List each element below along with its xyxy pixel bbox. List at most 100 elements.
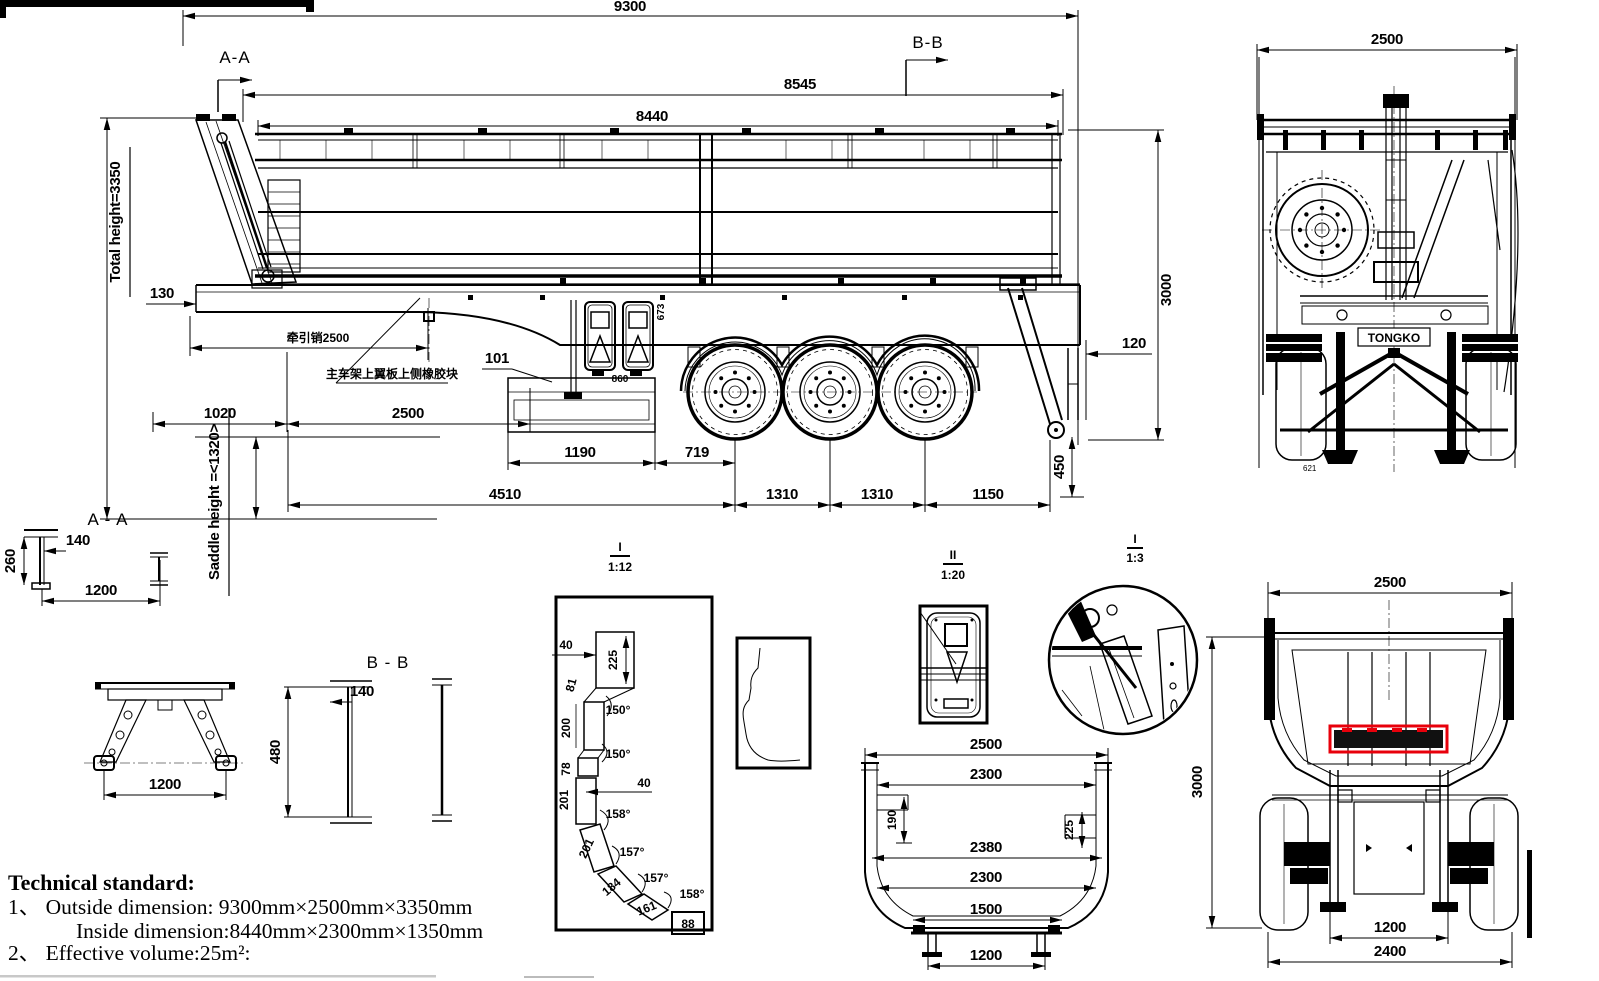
rear-view: 2500 3000 1200 2400 bbox=[1189, 574, 1519, 968]
d1-81: 81 bbox=[563, 676, 580, 693]
d1-88: 88 bbox=[681, 917, 695, 931]
dim-8440: 8440 bbox=[636, 108, 668, 125]
rear-2500: 2500 bbox=[1374, 574, 1406, 591]
section-marker-bb: B-B bbox=[912, 33, 943, 52]
d1-78: 78 bbox=[559, 762, 573, 776]
section-bb: B - B 140 480 bbox=[267, 653, 452, 824]
hanger-dim-1200: 1200 bbox=[149, 776, 181, 793]
dim-673: 673 bbox=[656, 303, 667, 320]
hoist-top-cap bbox=[1383, 94, 1409, 108]
plate-profile-box bbox=[735, 636, 812, 770]
bb-dim-140: 140 bbox=[350, 683, 374, 700]
fenders bbox=[679, 334, 981, 392]
front-tire-right bbox=[1465, 347, 1517, 461]
front-view: 2500 TONGKO 621 bbox=[1256, 31, 1519, 473]
d1-157a: 157° bbox=[620, 845, 645, 859]
dim-front-2500: 2500 bbox=[1371, 31, 1403, 48]
dim-120: 120 bbox=[1122, 335, 1146, 352]
section-marker-aa: A-A bbox=[219, 48, 250, 67]
hoist-cylinder bbox=[220, 142, 264, 270]
dim-4510: 4510 bbox=[489, 486, 521, 503]
d1-201a: 201 bbox=[557, 790, 571, 810]
xsec-2500: 2500 bbox=[970, 736, 1002, 753]
xsec-2300t: 2300 bbox=[970, 766, 1002, 783]
dim-8545: 8545 bbox=[784, 76, 816, 93]
rubber-block bbox=[1334, 730, 1443, 748]
dim-1310b: 1310 bbox=[861, 486, 893, 503]
rear-tipping-bracket bbox=[999, 277, 1079, 439]
front-tire-left bbox=[1275, 347, 1327, 461]
front-bulkhead bbox=[194, 114, 298, 289]
side-view: 9300 8545 8440 A-A B-B Total height=3350… bbox=[100, 0, 1175, 596]
total-height-label: Total height=3350 bbox=[107, 162, 124, 283]
dim-1150: 1150 bbox=[972, 486, 1003, 503]
hanger-detail: 1200 bbox=[84, 682, 246, 800]
dim-1020: 1020 bbox=[204, 405, 236, 422]
brand-logo: TONGKO bbox=[1368, 331, 1420, 345]
detail-2-label: II bbox=[950, 548, 957, 562]
xsec-2380: 2380 bbox=[970, 839, 1002, 856]
detail-1-scale: 1:12 bbox=[608, 560, 632, 574]
d1-157b: 157° bbox=[644, 871, 669, 885]
dim-2500: 2500 bbox=[392, 405, 424, 422]
d1-158b: 158° bbox=[680, 887, 705, 901]
sheet-border-fragments bbox=[0, 0, 1532, 978]
detail-1: I 1:12 40 225 81 150° 200 150° 78 201 40… bbox=[552, 540, 714, 935]
detail-1-label: I bbox=[618, 540, 621, 554]
rear-2400: 2400 bbox=[1374, 943, 1406, 960]
detail-3-scale: 1:3 bbox=[1126, 551, 1144, 565]
detail-2: II 1:20 bbox=[918, 548, 989, 725]
dim-101: 101 bbox=[485, 350, 509, 367]
d1-40a: 40 bbox=[559, 638, 573, 652]
d1-225: 225 bbox=[606, 650, 620, 670]
toolbox bbox=[507, 377, 656, 433]
dim-1190: 1190 bbox=[564, 444, 595, 461]
chassis bbox=[195, 284, 1081, 362]
section-aa-label: A - A bbox=[88, 510, 129, 529]
rear-tire-right bbox=[1469, 797, 1519, 931]
rear-tire-left bbox=[1259, 797, 1309, 931]
cross-section: 2500 2300 190 225 2380 2300 1500 1200 bbox=[861, 736, 1112, 970]
d1-150a: 150° bbox=[606, 703, 631, 717]
dim-1310a: 1310 bbox=[766, 486, 798, 503]
section-aa: A - A 140 260 1200 bbox=[2, 510, 168, 606]
rear-1200: 1200 bbox=[1374, 919, 1406, 936]
technical-standard-note: Technical standard: 1、 Outside dimension… bbox=[8, 870, 483, 965]
bb-dim-480: 480 bbox=[267, 740, 284, 764]
front-ladder bbox=[267, 179, 301, 273]
rubber-block-note: 主车架上翼板上侧橡胶块 bbox=[326, 366, 459, 381]
landing-gear: 860 673 bbox=[507, 300, 667, 433]
tech-note-heading: Technical standard: bbox=[8, 870, 195, 895]
tech-note-line3: 2、 Effective volume:25m²: bbox=[8, 941, 251, 965]
dim-621: 621 bbox=[1303, 464, 1317, 473]
d1-200: 200 bbox=[559, 718, 573, 738]
detail-3-label: I bbox=[1133, 532, 1136, 546]
xsec-1200: 1200 bbox=[970, 947, 1002, 964]
dim-450: 450 bbox=[1051, 455, 1068, 479]
xsec-2300b: 2300 bbox=[970, 869, 1002, 886]
d1-150b: 150° bbox=[606, 747, 631, 761]
aa-dim-1200: 1200 bbox=[85, 582, 117, 599]
saddle-height-label: Saddle height =<1320> bbox=[206, 424, 223, 580]
d1-40b: 40 bbox=[637, 776, 651, 790]
dim-overall-length: 9300 bbox=[614, 0, 646, 15]
tech-note-line2: Inside dimension:8440mm×2300mm×1350mm bbox=[76, 919, 483, 943]
xsec-190: 190 bbox=[885, 810, 899, 830]
aa-dim-140: 140 bbox=[66, 532, 90, 549]
dim-860: 860 bbox=[612, 374, 629, 385]
tech-note-line1: 1、 Outside dimension: 9300mm×2500mm×3350… bbox=[8, 895, 473, 919]
dim-719: 719 bbox=[685, 444, 709, 461]
rubber-block-highlight bbox=[1328, 724, 1449, 754]
rear-3000: 3000 bbox=[1189, 766, 1206, 798]
dim-130: 130 bbox=[150, 285, 174, 302]
xsec-225: 225 bbox=[1062, 820, 1076, 840]
dim-kingpin-2500: 牵引销2500 bbox=[287, 330, 350, 345]
xsec-1500: 1500 bbox=[970, 901, 1002, 918]
dim-3000: 3000 bbox=[1158, 274, 1175, 306]
spare-wheel bbox=[1262, 170, 1382, 290]
section-bb-label: B - B bbox=[367, 653, 410, 672]
aa-dim-260: 260 bbox=[2, 549, 19, 573]
d1-158a: 158° bbox=[606, 807, 631, 821]
